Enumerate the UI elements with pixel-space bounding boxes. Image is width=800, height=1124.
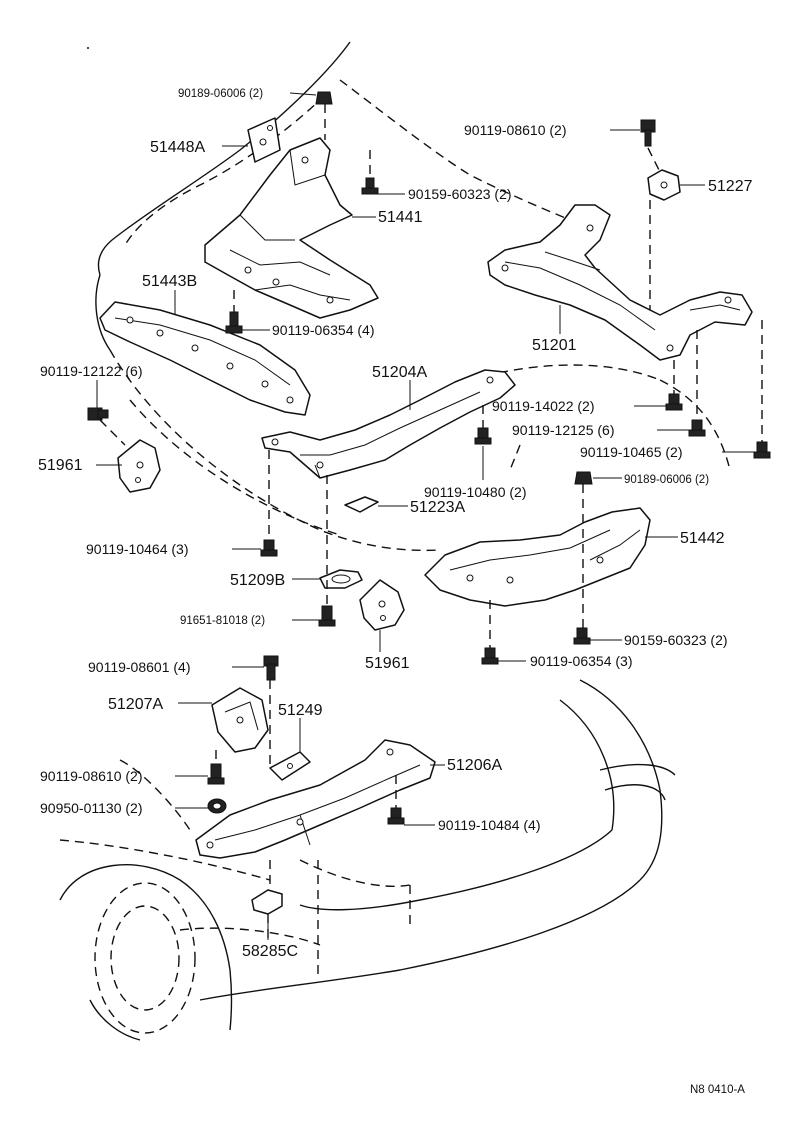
label-90119-08601: 90119-08601 (4) [88, 659, 190, 675]
part-51443b-plate [99, 301, 311, 416]
fasteners [87, 91, 771, 825]
bolt-icon [474, 427, 492, 445]
bolt-icon [573, 627, 591, 645]
label-51442: 51442 [680, 530, 725, 547]
part-51209b-gasket [319, 569, 363, 589]
part-58285c-cover [251, 889, 283, 915]
bolt-icon [87, 407, 109, 421]
part-51441-splash-shield [204, 137, 379, 319]
part-51442-splash-shield [424, 507, 651, 607]
label-51207a: 51207A [108, 696, 163, 713]
part-51204a-crossmember [261, 369, 516, 479]
label-51204a: 51204A [372, 364, 427, 381]
assembly-lines [99, 104, 763, 940]
label-90119-06354-four: 90119-06354 (4) [272, 322, 374, 338]
label-58285c: 58285C [242, 943, 298, 960]
label-90950-01130: 90950-01130 (2) [40, 800, 142, 816]
bolt-icon [207, 763, 225, 785]
bolt-icon [361, 177, 379, 195]
label-90119-08610-top: 90119-08610 (2) [464, 122, 566, 138]
label-51448a: 51448A [150, 139, 205, 156]
bolt-icon [688, 419, 706, 437]
label-90189-06006-lower: 90189-06006 (2) [624, 474, 709, 486]
bolt-icon [481, 647, 499, 665]
label-90119-06354-three: 90119-06354 (3) [530, 653, 632, 669]
label-90159-60323-lower: 90159-60323 (2) [624, 632, 728, 648]
label-51961-upper: 51961 [38, 457, 83, 474]
label-51227: 51227 [708, 178, 753, 195]
label-90119-12125: 90119-12125 (6) [512, 422, 614, 438]
label-90189-06006-top: 90189-06006 (2) [178, 88, 263, 100]
stray-mark [87, 47, 89, 49]
bolt-icon [387, 807, 405, 825]
label-90119-14022: 90119-14022 (2) [492, 398, 594, 414]
bolt-icon [665, 393, 683, 411]
clip-icon [315, 91, 333, 105]
bolt-icon [260, 539, 278, 557]
part-51448a-bracket [247, 117, 281, 163]
part-51249-bracket [269, 751, 311, 781]
bolt-icon [640, 119, 656, 147]
part-51961-bracket-upper [117, 439, 161, 493]
label-90119-10484: 90119-10484 (4) [438, 817, 540, 833]
label-90119-10480: 90119-10480 (2) [424, 484, 526, 500]
label-91651-81018: 91651-81018 (2) [180, 615, 265, 627]
label-51443b: 51443B [142, 273, 197, 290]
label-90119-08610-lower: 90119-08610 (2) [40, 768, 142, 784]
bolt-icon [318, 605, 336, 627]
nut-icon [207, 798, 227, 814]
bolt-icon [263, 655, 279, 681]
part-51961-bracket-lower [359, 579, 405, 631]
diagram-code: N8 0410-A [690, 1084, 745, 1096]
label-51201: 51201 [532, 337, 577, 354]
label-51223a: 51223A [410, 499, 465, 516]
label-51961-lower: 51961 [365, 655, 410, 672]
label-90119-12122: 90119-12122 (6) [40, 363, 142, 379]
label-51209b: 51209B [230, 572, 285, 589]
part-51227-bracket [647, 169, 681, 201]
label-90159-60323-top: 90159-60323 (2) [408, 186, 512, 202]
label-51249: 51249 [278, 702, 323, 719]
leader-lines [96, 92, 754, 940]
part-51206a-crossmember [195, 739, 436, 859]
part-labels: 90189-06006 (2) 51448A 90159-60323 (2) 5… [38, 88, 753, 1096]
bolt-icon [753, 441, 771, 459]
vehicle-body-outline [59, 41, 731, 1041]
part-51223a-plug [344, 496, 379, 513]
label-90119-10464: 90119-10464 (3) [86, 541, 188, 557]
bolt-icon [225, 311, 243, 334]
label-90119-10465: 90119-10465 (2) [580, 444, 682, 460]
clip-icon [574, 471, 593, 485]
part-51207a-bracket [211, 687, 269, 753]
label-51441: 51441 [378, 209, 423, 226]
label-51206a: 51206A [447, 757, 502, 774]
part-51201-crossmember [487, 204, 753, 361]
